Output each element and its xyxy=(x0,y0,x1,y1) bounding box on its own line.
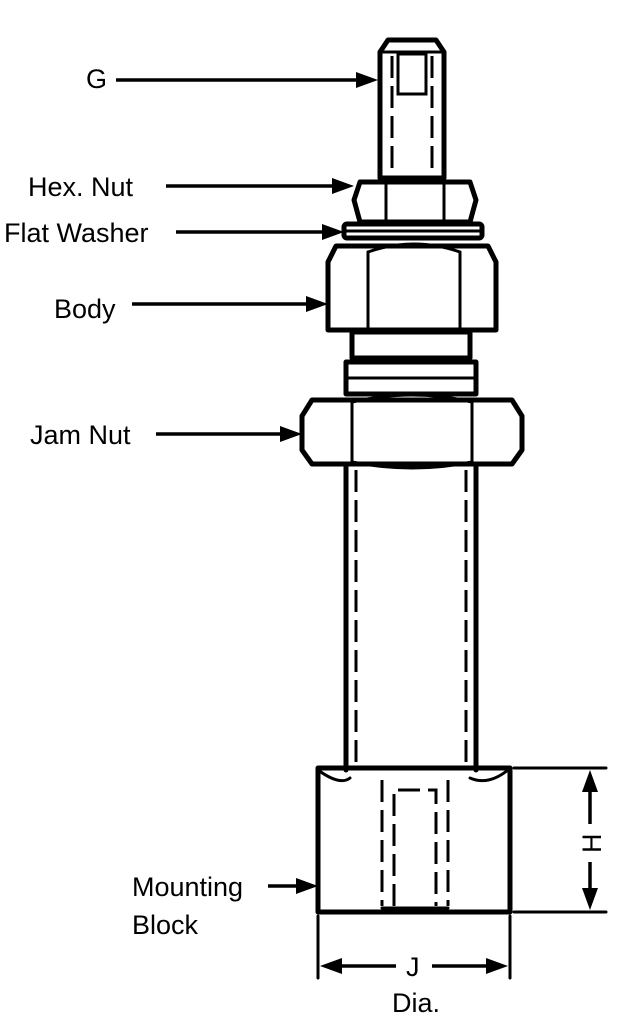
flat-washer xyxy=(341,221,485,241)
dimension-h: H xyxy=(512,766,608,914)
label-hex-nut: Hex. Nut xyxy=(28,172,134,202)
mounting-block xyxy=(315,765,513,915)
label-dia: Dia. xyxy=(392,988,440,1018)
label-j: J xyxy=(406,952,420,982)
body-hex xyxy=(325,242,499,333)
label-g-callout: G xyxy=(86,64,378,94)
body-neck xyxy=(343,329,479,397)
hex-nut xyxy=(351,175,479,225)
label-flat-washer-callout: Flat Washer xyxy=(4,218,344,248)
label-flat-washer: Flat Washer xyxy=(4,218,149,248)
label-mounting-block-callout: Mounting Block xyxy=(132,872,318,940)
top-stud xyxy=(377,37,447,181)
threaded-shaft xyxy=(343,463,479,773)
label-mounting-block-line2: Block xyxy=(132,910,199,940)
dimension-j: J Dia. xyxy=(316,914,512,1018)
label-mounting-block-line1: Mounting xyxy=(132,872,243,902)
label-hex-nut-callout: Hex. Nut xyxy=(28,172,354,202)
label-jam-nut-callout: Jam Nut xyxy=(30,420,302,450)
label-g: G xyxy=(86,64,107,94)
label-h: H xyxy=(577,834,607,854)
label-body: Body xyxy=(54,294,116,324)
label-body-callout: Body xyxy=(54,294,328,324)
label-jam-nut: Jam Nut xyxy=(30,420,131,450)
jam-nut xyxy=(299,393,525,470)
